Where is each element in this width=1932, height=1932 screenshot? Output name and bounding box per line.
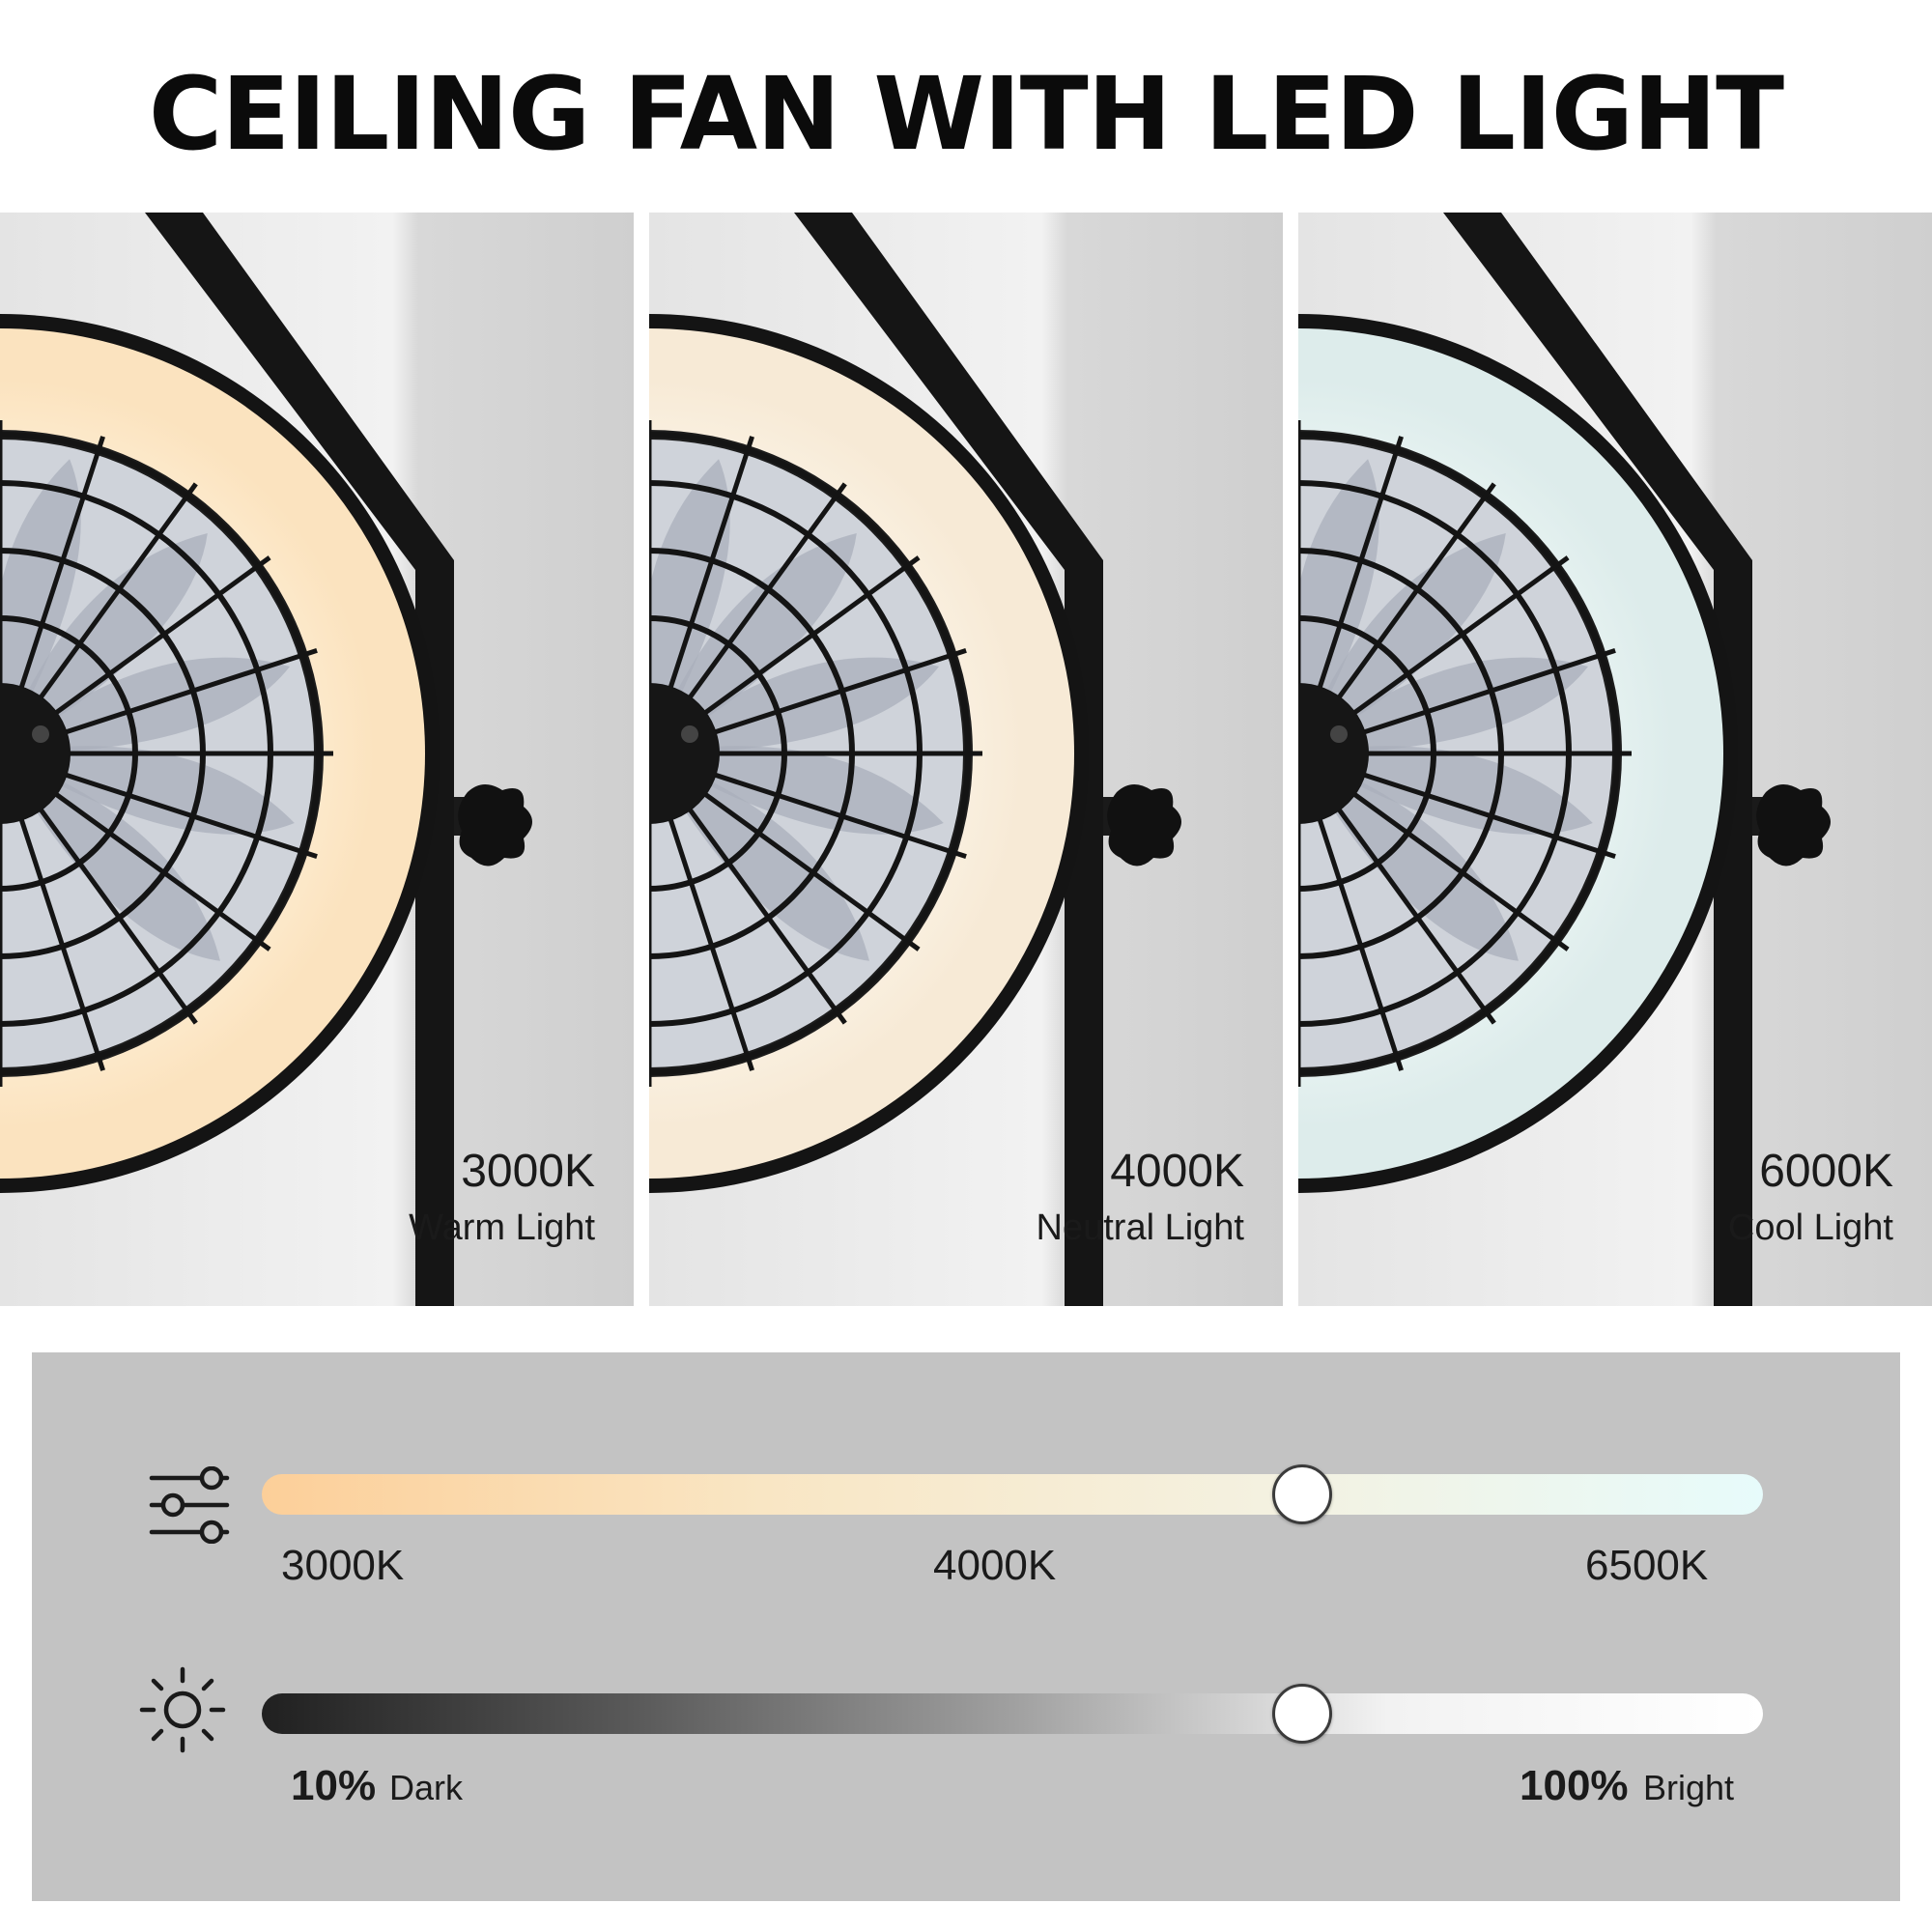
light-name: Neutral Light	[1036, 1208, 1244, 1248]
brightness-knob[interactable]	[1271, 1684, 1332, 1744]
sun-icon	[139, 1666, 226, 1753]
color-temperature-slider[interactable]	[262, 1474, 1763, 1515]
light-panel-cool: 6000K Cool Light	[1298, 213, 1932, 1306]
sliders-icon	[149, 1466, 230, 1544]
temp-label-max: 6500K	[1585, 1542, 1709, 1589]
brightness-max-label: Bright	[1643, 1768, 1735, 1807]
fan-illustration	[1298, 213, 1932, 1306]
fan-illustration	[649, 213, 1283, 1306]
brightness-min-label: Dark	[389, 1768, 464, 1807]
light-panel-neutral: 4000K Neutral Light	[649, 213, 1283, 1306]
temp-label-min: 3000K	[281, 1542, 405, 1589]
light-name: Cool Light	[1727, 1208, 1893, 1248]
brightness-slider[interactable]	[262, 1693, 1763, 1734]
temp-label-mid: 4000K	[933, 1542, 1057, 1589]
kelvin-label: 6000K	[1759, 1146, 1893, 1197]
brightness-min-value: 10%	[291, 1762, 377, 1809]
light-control-panel: 3000K 4000K 6500K 10% Dark 100% Bright	[32, 1352, 1900, 1901]
kelvin-label: 3000K	[461, 1146, 595, 1197]
page-title: CEILING FAN WITH LED LIGHT	[148, 55, 1784, 173]
light-panel-warm: 3000K Warm Light	[0, 213, 634, 1306]
light-name: Warm Light	[409, 1208, 595, 1248]
kelvin-label: 4000K	[1110, 1146, 1244, 1197]
fan-illustration	[0, 213, 634, 1306]
color-temperature-knob[interactable]	[1271, 1464, 1332, 1524]
brightness-max-value: 100%	[1520, 1762, 1629, 1809]
